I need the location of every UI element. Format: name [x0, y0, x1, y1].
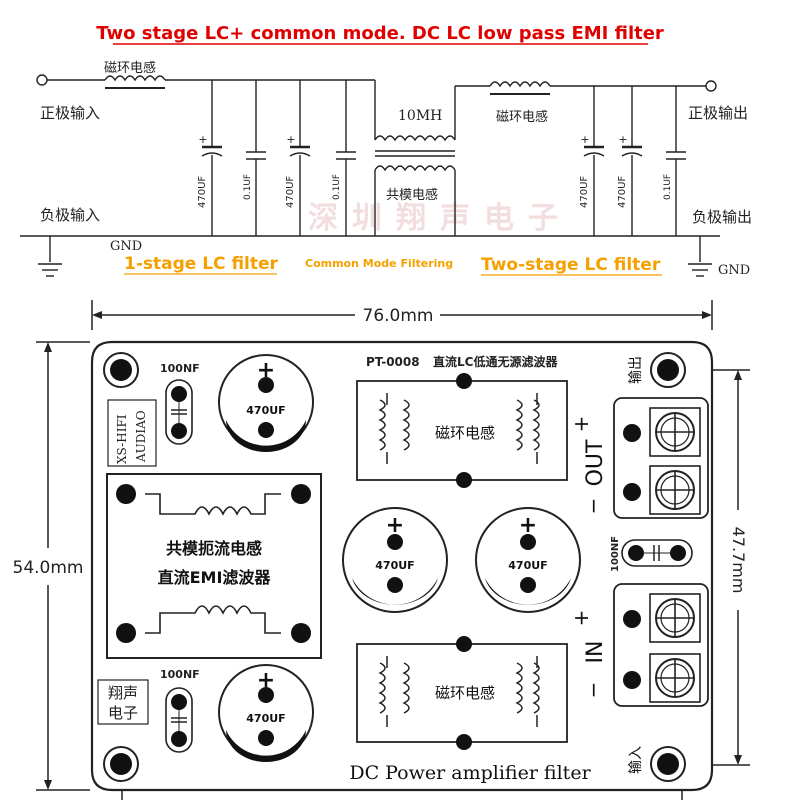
mounting-hole: [650, 352, 686, 388]
mounting-hole: [103, 746, 139, 782]
cap-value-01: 0.1UF: [663, 174, 673, 200]
mounting-hole: [103, 352, 139, 388]
svg-text:470UF: 470UF: [375, 559, 414, 572]
screw-terminal: [623, 593, 701, 643]
cap-plus: +: [618, 133, 627, 146]
electrolytic-cap-top-left: + 470UF: [218, 354, 314, 452]
cap-100nf-right: 100NF: [610, 536, 693, 572]
board-model: PT-0008: [366, 355, 420, 369]
svg-text:100NF: 100NF: [160, 362, 200, 375]
brand-line1: XS-HIFI: [115, 414, 129, 464]
pos-output-label: 正极输出: [688, 104, 748, 122]
svg-text:+: +: [386, 513, 404, 538]
board-height-dim: 54.0mm: [13, 558, 84, 578]
cap-value-470: 470UF: [197, 176, 208, 208]
maker-line2: 电子: [108, 704, 138, 722]
cap-plus: +: [580, 133, 589, 146]
pos-output-terminal: [705, 80, 717, 92]
brand-box: [107, 399, 157, 467]
pcb-outline: [90, 340, 714, 792]
schematic: [20, 74, 720, 277]
board-inner-dim: 47.7mm: [729, 527, 748, 594]
cap-plus: +: [198, 133, 207, 146]
cm-inductor-label: 共模电感: [386, 187, 438, 203]
pos-input-terminal: [36, 74, 48, 86]
inductor-left-symbol: [104, 75, 166, 82]
inductor-right-label: 磁环电感: [496, 109, 548, 125]
out-plus: +: [569, 416, 593, 433]
brand-line2: AUDIAO: [134, 410, 148, 463]
cap-value-470: 470UF: [285, 176, 296, 208]
diagram-title: Two stage LC+ common mode. DC LC low pas…: [96, 23, 664, 44]
electrolytic-cap-center-left: + 470UF: [342, 507, 448, 613]
svg-text:+: +: [257, 668, 275, 693]
gnd-right-label: GND: [718, 263, 750, 278]
svg-text:470UF: 470UF: [246, 404, 285, 417]
mounting-holes: [103, 352, 686, 782]
board-width-dim: 76.0mm: [363, 306, 434, 326]
svg-text:100NF: 100NF: [610, 536, 621, 572]
input-cn-label: 输入: [628, 746, 644, 774]
electrolytic-cap-center-right: + 470UF: [475, 507, 581, 613]
svg-text:+: +: [257, 358, 275, 383]
svg-text:470UF: 470UF: [508, 559, 547, 572]
neg-output-label: 负极输出: [692, 208, 752, 226]
screw-terminal: [623, 653, 701, 703]
cm-inductor-bottom-coil: [374, 165, 456, 172]
out-label: OUT: [583, 439, 608, 486]
svg-text:+: +: [519, 513, 537, 538]
maker-box: [97, 679, 149, 725]
cap-100nf-bottom: 100NF: [160, 668, 200, 753]
svg-text:100NF: 100NF: [160, 668, 200, 681]
ring-inductor-bottom: 磁环电感: [356, 636, 568, 750]
section-common-mode: Common Mode Filtering: [305, 257, 453, 270]
cap-value-01: 0.1UF: [243, 174, 253, 200]
dimensions: [36, 300, 750, 800]
electrolytic-cap-bottom-left: + 470UF: [218, 664, 314, 762]
section-stage1: 1-stage LC filter: [124, 254, 279, 274]
board-footer: DC Power amplifier filter: [349, 762, 591, 784]
mounting-hole: [650, 746, 686, 782]
svg-text:470UF: 470UF: [246, 712, 285, 725]
cap-100nf-top: 100NF: [160, 362, 200, 445]
cap-plus: +: [286, 133, 295, 146]
cm-inductor-value: 10MH: [398, 108, 442, 124]
svg-text:磁环电感: 磁环电感: [435, 424, 495, 442]
input-terminal-block: [613, 583, 709, 707]
output-terminal-block: [613, 397, 709, 519]
in-label: IN: [583, 641, 608, 664]
in-plus: +: [569, 610, 593, 627]
screw-terminal: [623, 465, 701, 515]
output-cn-label: 输出: [628, 356, 644, 384]
common-mode-choke: 共模扼流电感 直流EMI滤波器: [106, 473, 322, 659]
cap-value-01: 0.1UF: [332, 174, 342, 200]
cm-inductor-top-coil: [374, 135, 456, 142]
section-stage2: Two-stage LC filter: [481, 255, 661, 275]
ring-inductor-top: 磁环电感: [356, 373, 568, 488]
pos-input-label: 正极输入: [40, 104, 100, 122]
maker-line1: 翔声: [108, 684, 138, 702]
inductor-left-label: 磁环电感: [104, 60, 156, 76]
svg-text:直流EMI滤波器: 直流EMI滤波器: [158, 568, 272, 587]
gnd-left-label: GND: [110, 239, 142, 254]
cap-value-470: 470UF: [617, 176, 628, 208]
board-model-cn: 直流LC低通无源滤波器: [433, 354, 558, 369]
cap-value-470: 470UF: [579, 176, 590, 208]
screw-terminal: [623, 407, 701, 457]
svg-text:共模扼流电感: 共模扼流电感: [166, 539, 262, 558]
out-minus: −: [581, 498, 605, 515]
in-minus: −: [581, 682, 605, 699]
watermark: 深圳翔声电子: [308, 201, 572, 236]
svg-text:磁环电感: 磁环电感: [435, 684, 495, 702]
neg-input-label: 负极输入: [40, 206, 100, 224]
inductor-right-symbol: [489, 81, 551, 88]
